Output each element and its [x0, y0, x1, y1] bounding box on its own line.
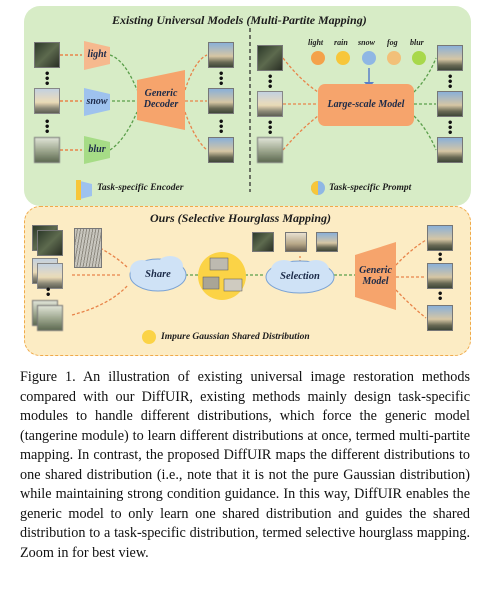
encoder-snow-shape — [84, 88, 110, 116]
prompt-rain-label: rain — [334, 38, 348, 47]
arrow-enc-blur — [109, 111, 138, 151]
input-snow-image — [34, 88, 60, 114]
ellipsis-dots: •• — [437, 289, 444, 305]
gauss-thumb-1 — [209, 257, 229, 271]
ellipsis-dots: ••• — [447, 118, 454, 139]
legend-gaussian-icon — [142, 330, 156, 344]
bottom-input-stack-2b — [37, 263, 63, 289]
legend-gaussian-label: Impure Gaussian Shared Distribution — [161, 332, 310, 342]
ellipsis-dots: ••• — [447, 72, 454, 93]
encoder-light-label: light — [87, 49, 107, 60]
caption-label: Figure 1. — [20, 369, 76, 385]
prompt-blur-label: blur — [410, 38, 424, 47]
ellipsis-dots: •• — [437, 250, 444, 266]
ellipsis-dots: ••• — [44, 117, 51, 138]
ellipsis-dots: ••• — [218, 117, 225, 138]
prompt-fog-label: fog — [387, 38, 398, 47]
arrow-dec-out1 — [184, 54, 208, 91]
arrow-bot-out3 — [395, 289, 427, 319]
large-model-label: Large-scale Model — [327, 99, 405, 110]
arrow-right-out3 — [413, 115, 437, 151]
figure-caption: Figure 1. An illustration of existing un… — [20, 368, 470, 563]
ellipsis-dots: ••• — [218, 69, 225, 90]
selection-cloud — [265, 260, 335, 294]
arrow-bot-in3 — [71, 284, 129, 316]
bottom-input-rain — [74, 228, 102, 268]
ellipsis-dots: ••• — [267, 118, 274, 139]
encoder-light-shape — [84, 41, 110, 70]
right-input-image-1 — [257, 45, 283, 71]
legend-encoder-label: Task-specific Encoder — [97, 183, 184, 193]
bottom-panel-title: Ours (Selective Hourglass Mapping) — [150, 211, 332, 225]
connectors-svg — [60, 28, 437, 344]
right-input-image-2 — [257, 91, 283, 117]
legend-prompt-label: Task-specific Prompt — [329, 183, 412, 193]
right-output-image-1 — [437, 45, 463, 71]
generic-model-label: Generic Model — [359, 265, 392, 287]
prompt-snow-dot — [362, 51, 376, 65]
output-image-3 — [208, 137, 234, 163]
encoder-blur-shape — [84, 136, 110, 164]
bottom-input-stack-1b — [37, 230, 63, 256]
input-light-image — [34, 42, 60, 68]
output-image-2 — [208, 88, 234, 114]
prompt-circles — [311, 51, 426, 65]
right-output-image-2 — [437, 91, 463, 117]
ellipsis-dots: ••• — [44, 69, 51, 90]
bottom-output-image-3 — [427, 305, 453, 331]
encoder-blur-label: blur — [88, 144, 106, 155]
prompt-fog-dot — [387, 51, 401, 65]
gauss-thumb-3 — [223, 278, 243, 292]
share-cloud — [129, 256, 187, 292]
selection-label: Selection — [280, 271, 320, 282]
prompt-snow-label: snow — [358, 38, 375, 47]
prompt-light-label: light — [308, 38, 324, 47]
prompt-blur-dot — [412, 51, 426, 65]
arrow-dec-out3 — [184, 111, 208, 151]
arrow-right-out1 — [413, 57, 437, 93]
arrow-bot-in1 — [99, 247, 129, 269]
bottom-output-image-1 — [427, 225, 453, 251]
arrow-bot-out1 — [395, 239, 427, 266]
prompt-light-dot — [311, 51, 325, 65]
generic-decoder-shape — [137, 70, 185, 130]
generic-decoder-label: Generic Decoder — [143, 88, 179, 110]
ellipsis-dots: ••• — [267, 72, 274, 93]
arrow-right-in1 — [282, 57, 319, 93]
ellipsis-dots: •• — [45, 285, 52, 301]
right-input-image-3 — [257, 137, 283, 163]
large-model-shape — [318, 84, 414, 126]
bottom-output-image-2 — [427, 263, 453, 289]
right-output-image-3 — [437, 137, 463, 163]
top-panel-title: Existing Universal Models (Multi-Partite… — [112, 13, 367, 27]
figure: Existing Universal Models (Multi-Partite… — [24, 6, 471, 356]
generic-model-shape — [355, 242, 396, 310]
legend-prompt-icon-half — [311, 181, 318, 195]
arrow-right-in3 — [282, 115, 319, 151]
selection-cond-image-3 — [316, 232, 338, 252]
encoder-snow-label: snow — [86, 96, 108, 107]
caption-text: An illustration of existing universal im… — [20, 369, 470, 561]
legend-encoder-icon-band — [76, 180, 81, 200]
selection-cond-image-1 — [252, 232, 274, 252]
gauss-thumb-2 — [202, 276, 220, 290]
arrow-enc-light — [109, 54, 138, 91]
share-label: Share — [145, 269, 171, 280]
input-blur-image — [34, 137, 60, 163]
output-image-1 — [208, 42, 234, 68]
prompt-rain-dot — [336, 51, 350, 65]
bottom-input-stack-3b — [37, 305, 63, 331]
selection-cond-image-2 — [285, 232, 307, 252]
